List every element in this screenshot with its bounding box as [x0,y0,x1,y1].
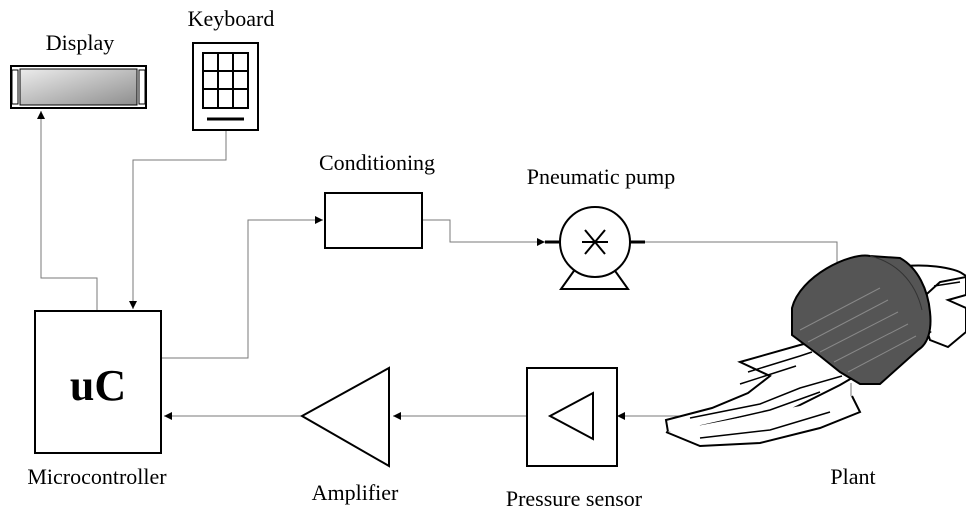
wire-conditioning-to-pump [422,219,545,246]
triangle-amplifier-icon [299,366,390,468]
pump-icon [545,206,645,290]
wire-keyboard-to-uc [129,130,227,309]
pressure-sensor-block [526,367,618,467]
wire-uc-to-display [37,111,98,310]
amplifier-label: Amplifier [312,480,399,505]
conditioning-label: Conditioning [319,150,435,175]
display-icon [10,65,147,109]
pressure-sensor-label: Pressure sensor [506,486,643,511]
cuff-shape [791,254,932,385]
arm-with-cuff-icon [664,254,966,448]
connections [37,111,852,420]
microcontroller-block [34,310,162,454]
wire-uc-to-conditioning [162,216,323,359]
microcontroller-symbol: uC [70,361,126,410]
triangle-in-box-icon [547,391,594,441]
keypad-icon [192,42,259,131]
display-label: Display [46,30,114,55]
pump-label: Pneumatic pump [527,164,675,189]
keyboard-label: Keyboard [188,6,275,31]
plant-label: Plant [830,464,875,489]
microcontroller-label: Microcontroller [27,464,167,489]
conditioning-block [324,192,423,249]
